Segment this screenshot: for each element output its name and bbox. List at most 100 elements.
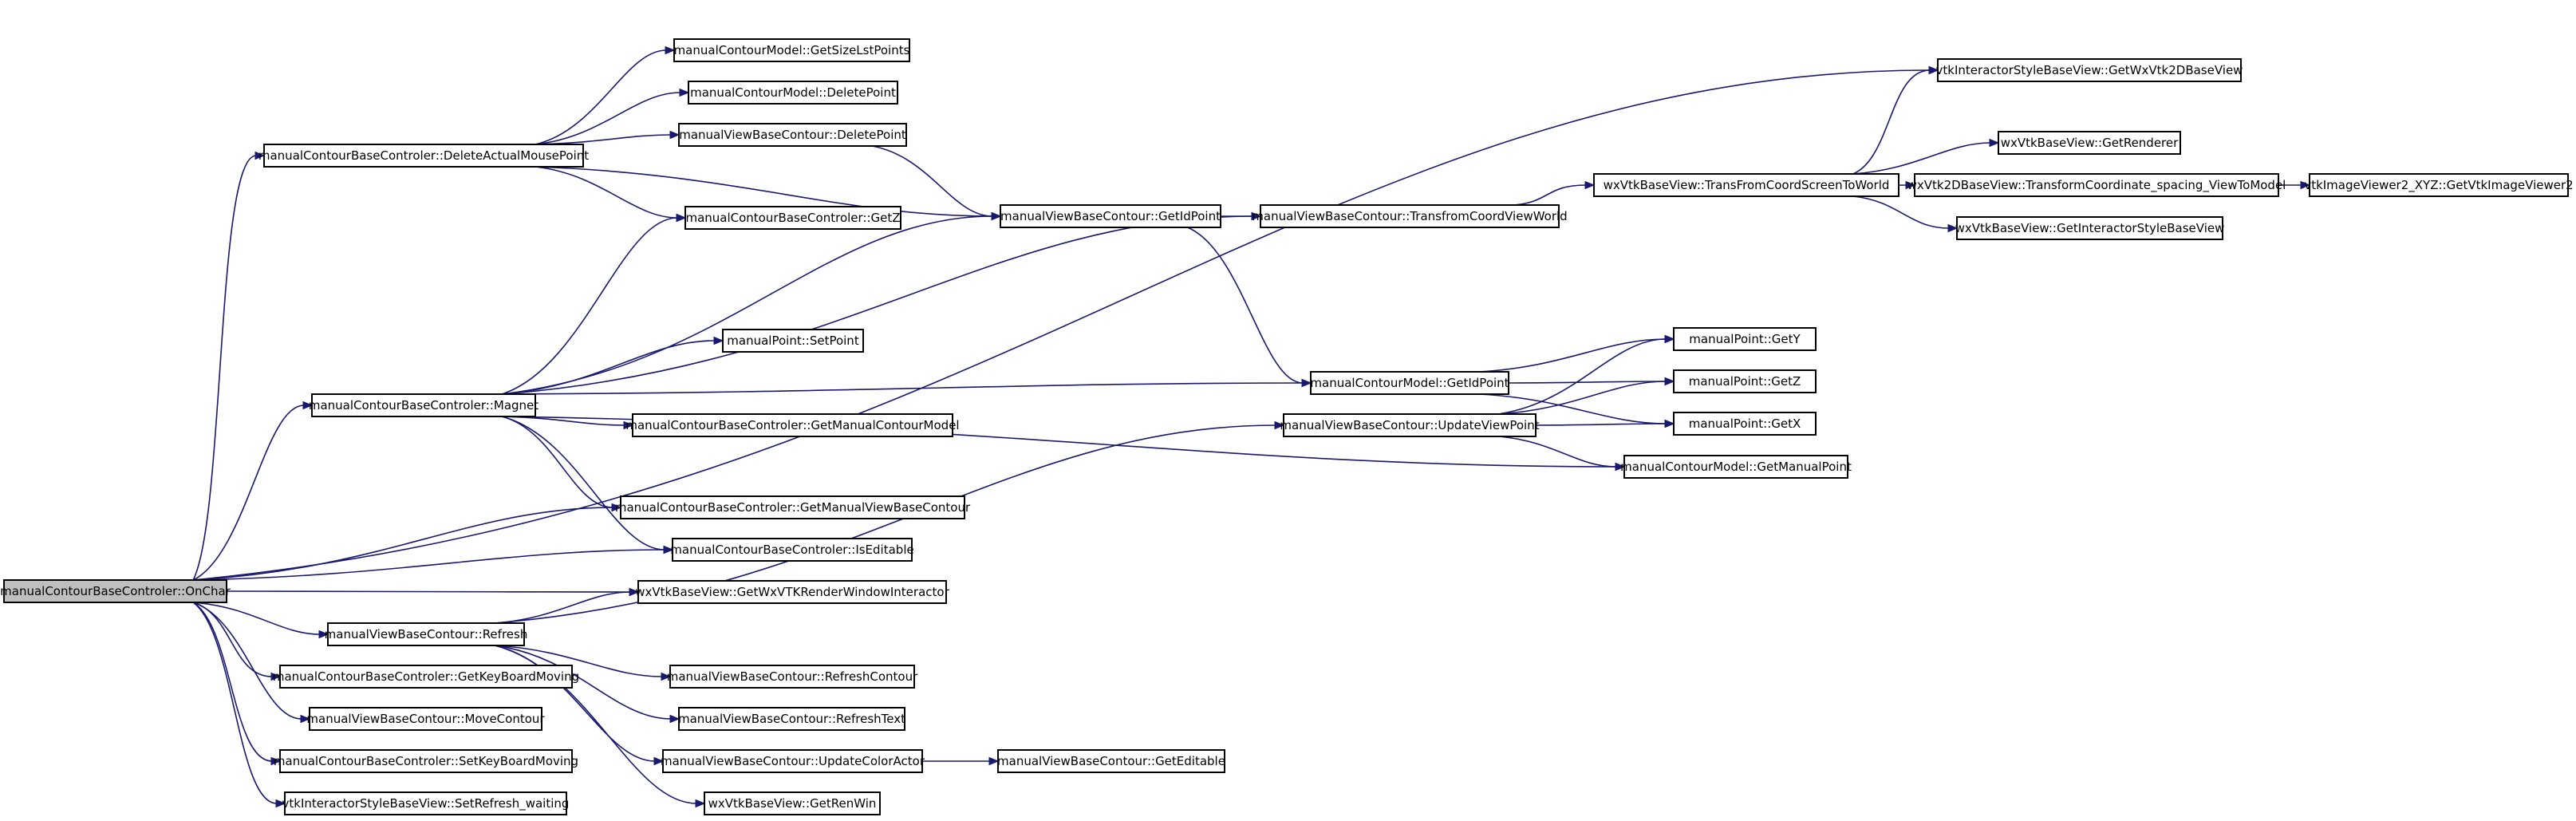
node-manualcontourbasecontroler-getmanualcontourmodel[interactable]: manualContourBaseControler::GetManualCon… bbox=[625, 413, 960, 437]
node-label: manualViewBaseContour::GetIdPoint bbox=[1000, 209, 1221, 223]
arrowhead-icon bbox=[669, 130, 680, 140]
node-label: manualContourBaseControler::GetManualVie… bbox=[615, 500, 971, 515]
node-manualpoint-gety[interactable]: manualPoint::GetY bbox=[1673, 327, 1817, 351]
arrowhead-icon bbox=[1251, 211, 1262, 221]
node-label: manualViewBaseContour::RefreshContour bbox=[667, 669, 918, 684]
node-box bbox=[632, 413, 953, 437]
arrowhead-icon bbox=[695, 799, 706, 808]
arrowhead-icon bbox=[991, 211, 1002, 221]
edge-onchar-to-getRWI bbox=[226, 587, 640, 597]
edge-magnet-to-vbcGetIdPoint bbox=[501, 211, 1002, 395]
edge-vbcGetIdPoint-to-cmGetIdPoint bbox=[1187, 227, 1312, 388]
node-vtkinteractorstylebaseview-getwxvtk2dbaseview[interactable]: vtkInteractorStyleBaseView::GetWxVtk2DBa… bbox=[1936, 58, 2243, 82]
node-manualcontourbasecontroler-deleteactualmousepoint[interactable]: manualContourBaseControler::DeleteActual… bbox=[258, 144, 589, 168]
node-box bbox=[1673, 412, 1817, 436]
node-manualcontourbasecontroler-getz[interactable]: manualContourBaseControler::GetZ bbox=[684, 206, 901, 230]
node-vtkinteractorstylebaseview-setrefresh-waiting[interactable]: vtkInteractorStyleBaseView::SetRefresh_w… bbox=[282, 791, 570, 815]
edge-onchar-to-setKeyBoardMoving bbox=[192, 602, 282, 766]
node-manualcontourmodel-getidpoint[interactable]: manualContourModel::GetIdPoint bbox=[1310, 371, 1509, 395]
node-box bbox=[1956, 216, 2223, 240]
arrowhead-icon bbox=[1928, 65, 1939, 75]
node-box bbox=[284, 791, 567, 815]
arrowhead-icon bbox=[676, 213, 687, 223]
node-label: manualContourBaseControler::GetKeyBoardM… bbox=[273, 669, 579, 684]
edge-onchar-to-setRefreshWaiting bbox=[192, 602, 286, 808]
node-wxvtkbaseview-getrenwin[interactable]: wxVtkBaseView::GetRenWin bbox=[704, 791, 881, 815]
edge-refresh-to-getRenWin bbox=[494, 645, 706, 808]
node-manualcontourmodel-getsizelstpoints[interactable]: manualContourModel::GetSizeLstPoints bbox=[673, 38, 910, 62]
edge-refresh-to-refreshContour bbox=[495, 645, 672, 681]
edge-deleteActual-to-getSizeLst bbox=[535, 45, 676, 145]
node-label: manualPoint::GetY bbox=[1689, 332, 1801, 346]
node-wxvtkbaseview-transfromcoordscreentoworld[interactable]: wxVtkBaseView::TransFromCoordScreenToWor… bbox=[1593, 173, 1899, 197]
arrowhead-icon bbox=[275, 799, 286, 808]
node-box bbox=[678, 123, 907, 147]
edge-magnet-to-cmGetIdPoint bbox=[501, 378, 1312, 395]
node-box bbox=[1673, 369, 1817, 393]
node-label: manualViewBaseContour::TransfromCoordVie… bbox=[1252, 209, 1567, 223]
arrowhead-icon bbox=[1584, 180, 1596, 190]
arrowhead-icon bbox=[1274, 420, 1285, 430]
edge-layer bbox=[192, 45, 2311, 808]
node-manualcontourbasecontroler-getkeyboardmoving[interactable]: manualContourBaseControler::GetKeyBoardM… bbox=[273, 665, 579, 689]
node-label: manualViewBaseContour::DeletePoint bbox=[679, 128, 906, 142]
node-label: manualContourBaseControler::IsEditable bbox=[670, 543, 913, 557]
arrowhead-icon bbox=[270, 672, 282, 681]
edge-cmGetIdPoint-to-getZp bbox=[1508, 377, 1675, 386]
node-manualcontourbasecontroler-iseditable[interactable]: manualContourBaseControler::IsEditable bbox=[670, 538, 914, 562]
node-manualviewbasecontour-updatecoloractor[interactable]: manualViewBaseContour::UpdateColorActor bbox=[661, 749, 925, 773]
arrowhead-icon bbox=[318, 630, 329, 639]
node-label: wxVtkBaseView::GetInteractorStyleBaseVie… bbox=[1955, 221, 2225, 235]
node-label: manualViewBaseContour::GetEditable bbox=[997, 754, 1225, 768]
edge-magnet-to-getZ bbox=[501, 213, 687, 395]
node-label: wxVtkBaseView::GetRenWin bbox=[708, 796, 877, 811]
node-manualviewbasecontour-updateviewpoint[interactable]: manualViewBaseContour::UpdateViewPoint bbox=[1280, 413, 1540, 437]
edge-refresh-to-updateColorActor bbox=[494, 645, 665, 766]
node-manualcontourbasecontroler-magnet[interactable]: manualContourBaseControler::Magnet bbox=[309, 393, 538, 417]
node-box bbox=[1914, 173, 2279, 197]
node-manualviewbasecontour-movecontour[interactable]: manualViewBaseContour::MoveContour bbox=[306, 707, 545, 731]
node-manualcontourmodel-deletepoint[interactable]: manualContourModel::DeletePoint bbox=[688, 81, 898, 105]
node-label: wxVtk2DBaseView::TransformCoordinate_spa… bbox=[1907, 178, 2286, 193]
edge-transFromCoordScreen-to-getRenderer bbox=[1852, 138, 2000, 175]
edge-updateViewPoint-to-getY bbox=[1497, 334, 1675, 415]
node-manualcontourbasecontroler-getmanualviewbasecontour[interactable]: manualContourBaseControler::GetManualVie… bbox=[615, 495, 971, 519]
node-manualviewbasecontour-deletepoint[interactable]: manualViewBaseContour::DeletePoint bbox=[678, 123, 907, 147]
node-manualviewbasecontour-getidpoint[interactable]: manualViewBaseContour::GetIdPoint bbox=[1000, 204, 1221, 228]
node-manualpoint-getz[interactable]: manualPoint::GetZ bbox=[1673, 369, 1817, 393]
node-wxvtkbaseview-getrenderer[interactable]: wxVtkBaseView::GetRenderer bbox=[1998, 131, 2181, 155]
node-wxvtk2dbaseview-transformcoordinate-spacing-viewtomodel[interactable]: wxVtk2DBaseView::TransformCoordinate_spa… bbox=[1907, 173, 2286, 197]
node-manualcontourbasecontroler-onchar[interactable]: manualContourBaseControler::OnChar bbox=[0, 579, 231, 603]
node-wxvtkbaseview-getinteractorstylebaseview[interactable]: wxVtkBaseView::GetInteractorStyleBaseVie… bbox=[1955, 216, 2225, 240]
node-manualpoint-getx[interactable]: manualPoint::GetX bbox=[1673, 412, 1817, 436]
arrowhead-icon bbox=[988, 756, 1000, 766]
edge-onchar-to-refresh bbox=[193, 602, 329, 639]
node-label: wxVtkBaseView::GetWxVTKRenderWindowInter… bbox=[635, 585, 949, 599]
arrowhead-icon bbox=[679, 88, 690, 97]
arrowhead-icon bbox=[611, 503, 622, 512]
node-wxvtkbaseview-getwxvtkrenderwindowinteractor[interactable]: wxVtkBaseView::GetWxVTKRenderWindowInter… bbox=[635, 580, 950, 604]
node-manualviewbasecontour-refreshcontour[interactable]: manualViewBaseContour::RefreshContour bbox=[667, 665, 918, 689]
node-box bbox=[1937, 58, 2242, 82]
node-label: manualPoint::SetPoint bbox=[727, 334, 859, 348]
node-label: manualContourModel::GetIdPoint bbox=[1310, 376, 1509, 390]
node-box bbox=[1623, 455, 1848, 479]
edge-onchar-to-deleteActual bbox=[192, 151, 266, 581]
node-manualviewbasecontour-refresh[interactable]: manualViewBaseContour::Refresh bbox=[325, 622, 528, 646]
edge-cmGetIdPoint-to-getY bbox=[1478, 334, 1675, 373]
node-manualviewbasecontour-transfromcoordviewworld[interactable]: manualViewBaseContour::TransfromCoordVie… bbox=[1252, 204, 1568, 228]
node-box bbox=[1673, 327, 1817, 351]
node-label: manualPoint::GetX bbox=[1689, 416, 1801, 431]
node-label: manualContourBaseControler::Magnet bbox=[309, 398, 538, 412]
node-manualviewbasecontour-geteditable[interactable]: manualViewBaseContour::GetEditable bbox=[997, 749, 1225, 773]
node-label: manualContourBaseControler::DeleteActual… bbox=[258, 148, 589, 163]
node-box bbox=[1310, 371, 1509, 395]
node-manualcontourbasecontroler-setkeyboardmoving[interactable]: manualContourBaseControler::SetKeyBoardM… bbox=[274, 749, 578, 773]
node-manualcontourmodel-getmanualpoint[interactable]: manualContourModel::GetManualPoint bbox=[1620, 455, 1852, 479]
node-manualviewbasecontour-refreshtext[interactable]: manualViewBaseContour::RefreshText bbox=[678, 707, 905, 731]
node-manualpoint-setpoint[interactable]: manualPoint::SetPoint bbox=[722, 329, 864, 353]
arrowhead-icon bbox=[653, 756, 665, 766]
arrowhead-icon bbox=[1615, 462, 1626, 472]
node-vtkimageviewer2-xyz-getvtkimageviewer2[interactable]: vtkImageViewer2_XYZ::GetVtkImageViewer2 bbox=[2304, 173, 2574, 197]
